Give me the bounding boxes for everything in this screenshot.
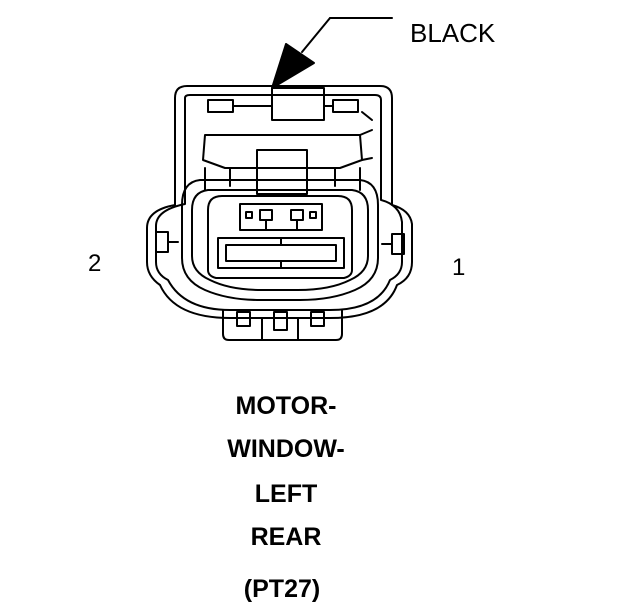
caption-line: MOTOR-	[235, 392, 337, 420]
side-ears	[155, 231, 405, 255]
terminal-cavity	[181, 179, 379, 301]
pin-number-right: 1	[452, 254, 466, 281]
connector-code: (PT27)	[243, 575, 321, 603]
caption-line: LEFT	[254, 480, 318, 508]
connector-housing	[146, 85, 413, 319]
caption-line: WINDOW-	[227, 435, 345, 463]
bottom-tabs	[222, 309, 343, 341]
pin-number-left: 2	[88, 250, 102, 277]
callout-leader	[271, 17, 393, 89]
callout-label: BLACK	[410, 18, 496, 48]
caption-line: REAR	[250, 523, 322, 551]
latch-assembly	[202, 87, 373, 195]
